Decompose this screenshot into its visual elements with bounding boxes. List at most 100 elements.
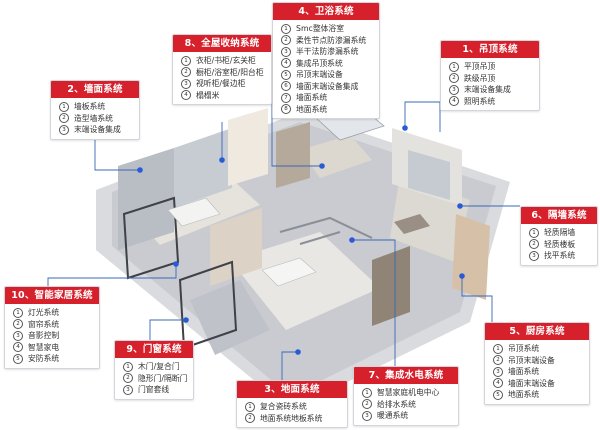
item-label: 复合瓷砖系统 <box>260 402 307 411</box>
pin-s6 <box>457 203 463 209</box>
connector-s7 <box>352 239 396 366</box>
item-label: 柔性节点防渗漏系统 <box>296 35 367 45</box>
item-label: 门窗套线 <box>138 385 170 394</box>
item-number-badge: 2 <box>245 413 255 424</box>
connector-s9 <box>149 319 186 340</box>
item-number-badge: 4 <box>181 90 191 101</box>
item-number-badge: 2 <box>493 355 503 366</box>
item-label: 半干法防渗漏系统 <box>296 47 359 56</box>
item-number-badge: 8 <box>281 104 291 115</box>
pin-s3 <box>295 349 301 355</box>
item-label: 找平系统 <box>544 251 576 260</box>
wall-storage-panel <box>228 108 268 186</box>
item-label: 造型墙系统 <box>74 113 113 123</box>
card-title: 10、智能家居系统 <box>5 287 99 304</box>
pin-s9 <box>183 317 189 323</box>
item-label: 安防系统 <box>28 354 60 363</box>
item-label: 窗帘系统 <box>28 319 60 329</box>
item-label: 末端设备集成 <box>464 85 511 94</box>
card-title: 4、卫浴系统 <box>273 3 379 20</box>
item-number-badge: 2 <box>123 373 133 384</box>
list-item: 3 半干法防渗漏系统 <box>281 46 373 58</box>
item-number-badge: 4 <box>13 342 23 353</box>
card-title: 3、地面系统 <box>237 381 347 398</box>
item-label: Smc整体浴室 <box>296 24 345 33</box>
card-title: 8、全屋收纳系统 <box>173 35 271 52</box>
item-label: 平顶吊顶 <box>464 62 496 71</box>
pin-s5 <box>459 273 465 279</box>
item-label: 隐形门/隔断门 <box>138 373 188 383</box>
item-label: 暖通系统 <box>377 411 409 420</box>
list-item: 8 地面系统 <box>281 104 373 116</box>
bedroom-floor <box>120 168 260 245</box>
wall-center-partition <box>210 208 262 286</box>
item-number-badge: 4 <box>449 96 459 107</box>
card-title: 2、墙面系统 <box>51 81 139 98</box>
item-label: 视听柜/餐边柜 <box>196 79 246 88</box>
item-number-badge: 1 <box>59 101 69 112</box>
item-label: 墙面末端设备集成 <box>296 81 359 91</box>
item-number-badge: 2 <box>529 239 539 250</box>
item-number-badge: 3 <box>59 124 69 135</box>
kitchen-floor <box>390 175 470 262</box>
wall-kitchen-back <box>392 128 462 206</box>
item-number-badge: 1 <box>529 227 539 238</box>
item-number-badge: 3 <box>13 330 23 341</box>
item-number-badge: 3 <box>493 366 503 377</box>
item-number-badge: 5 <box>13 353 23 364</box>
item-number-badge: 2 <box>13 319 23 330</box>
item-label: 墙面系统 <box>508 367 540 376</box>
window-frame-front <box>178 260 238 350</box>
card-title: 9、门窗系统 <box>115 341 193 358</box>
item-number-badge: 2 <box>362 399 372 410</box>
wall-bathroom-block <box>276 122 310 188</box>
item-label: 地面系统 <box>508 390 540 399</box>
pin-s10 <box>173 261 179 267</box>
item-number-badge: 3 <box>123 384 133 395</box>
item-label: 地面系统 <box>296 104 328 114</box>
item-number-badge: 2 <box>449 73 459 84</box>
item-label: 照明系统 <box>464 96 496 106</box>
item-number-badge: 5 <box>281 69 291 80</box>
pin-s2 <box>137 167 143 173</box>
item-label: 吊顶末端设备 <box>508 355 555 365</box>
item-number-badge: 3 <box>281 46 291 57</box>
item-number-badge: 1 <box>281 23 291 34</box>
list-item: 2 吊顶末端设备 <box>493 355 583 367</box>
list-item: 4 照明系统 <box>449 96 533 108</box>
item-number-badge: 4 <box>493 378 503 389</box>
item-number-badge: 2 <box>59 113 69 124</box>
item-number-badge: 2 <box>281 35 291 46</box>
item-number-badge: 3 <box>529 250 539 261</box>
item-label: 吊顶末端设备 <box>296 70 343 79</box>
list-item: 2 隐形门/隔断门 <box>123 373 187 385</box>
item-label: 智慧家庭机电中心 <box>377 388 440 397</box>
living-room-floor <box>230 232 380 330</box>
